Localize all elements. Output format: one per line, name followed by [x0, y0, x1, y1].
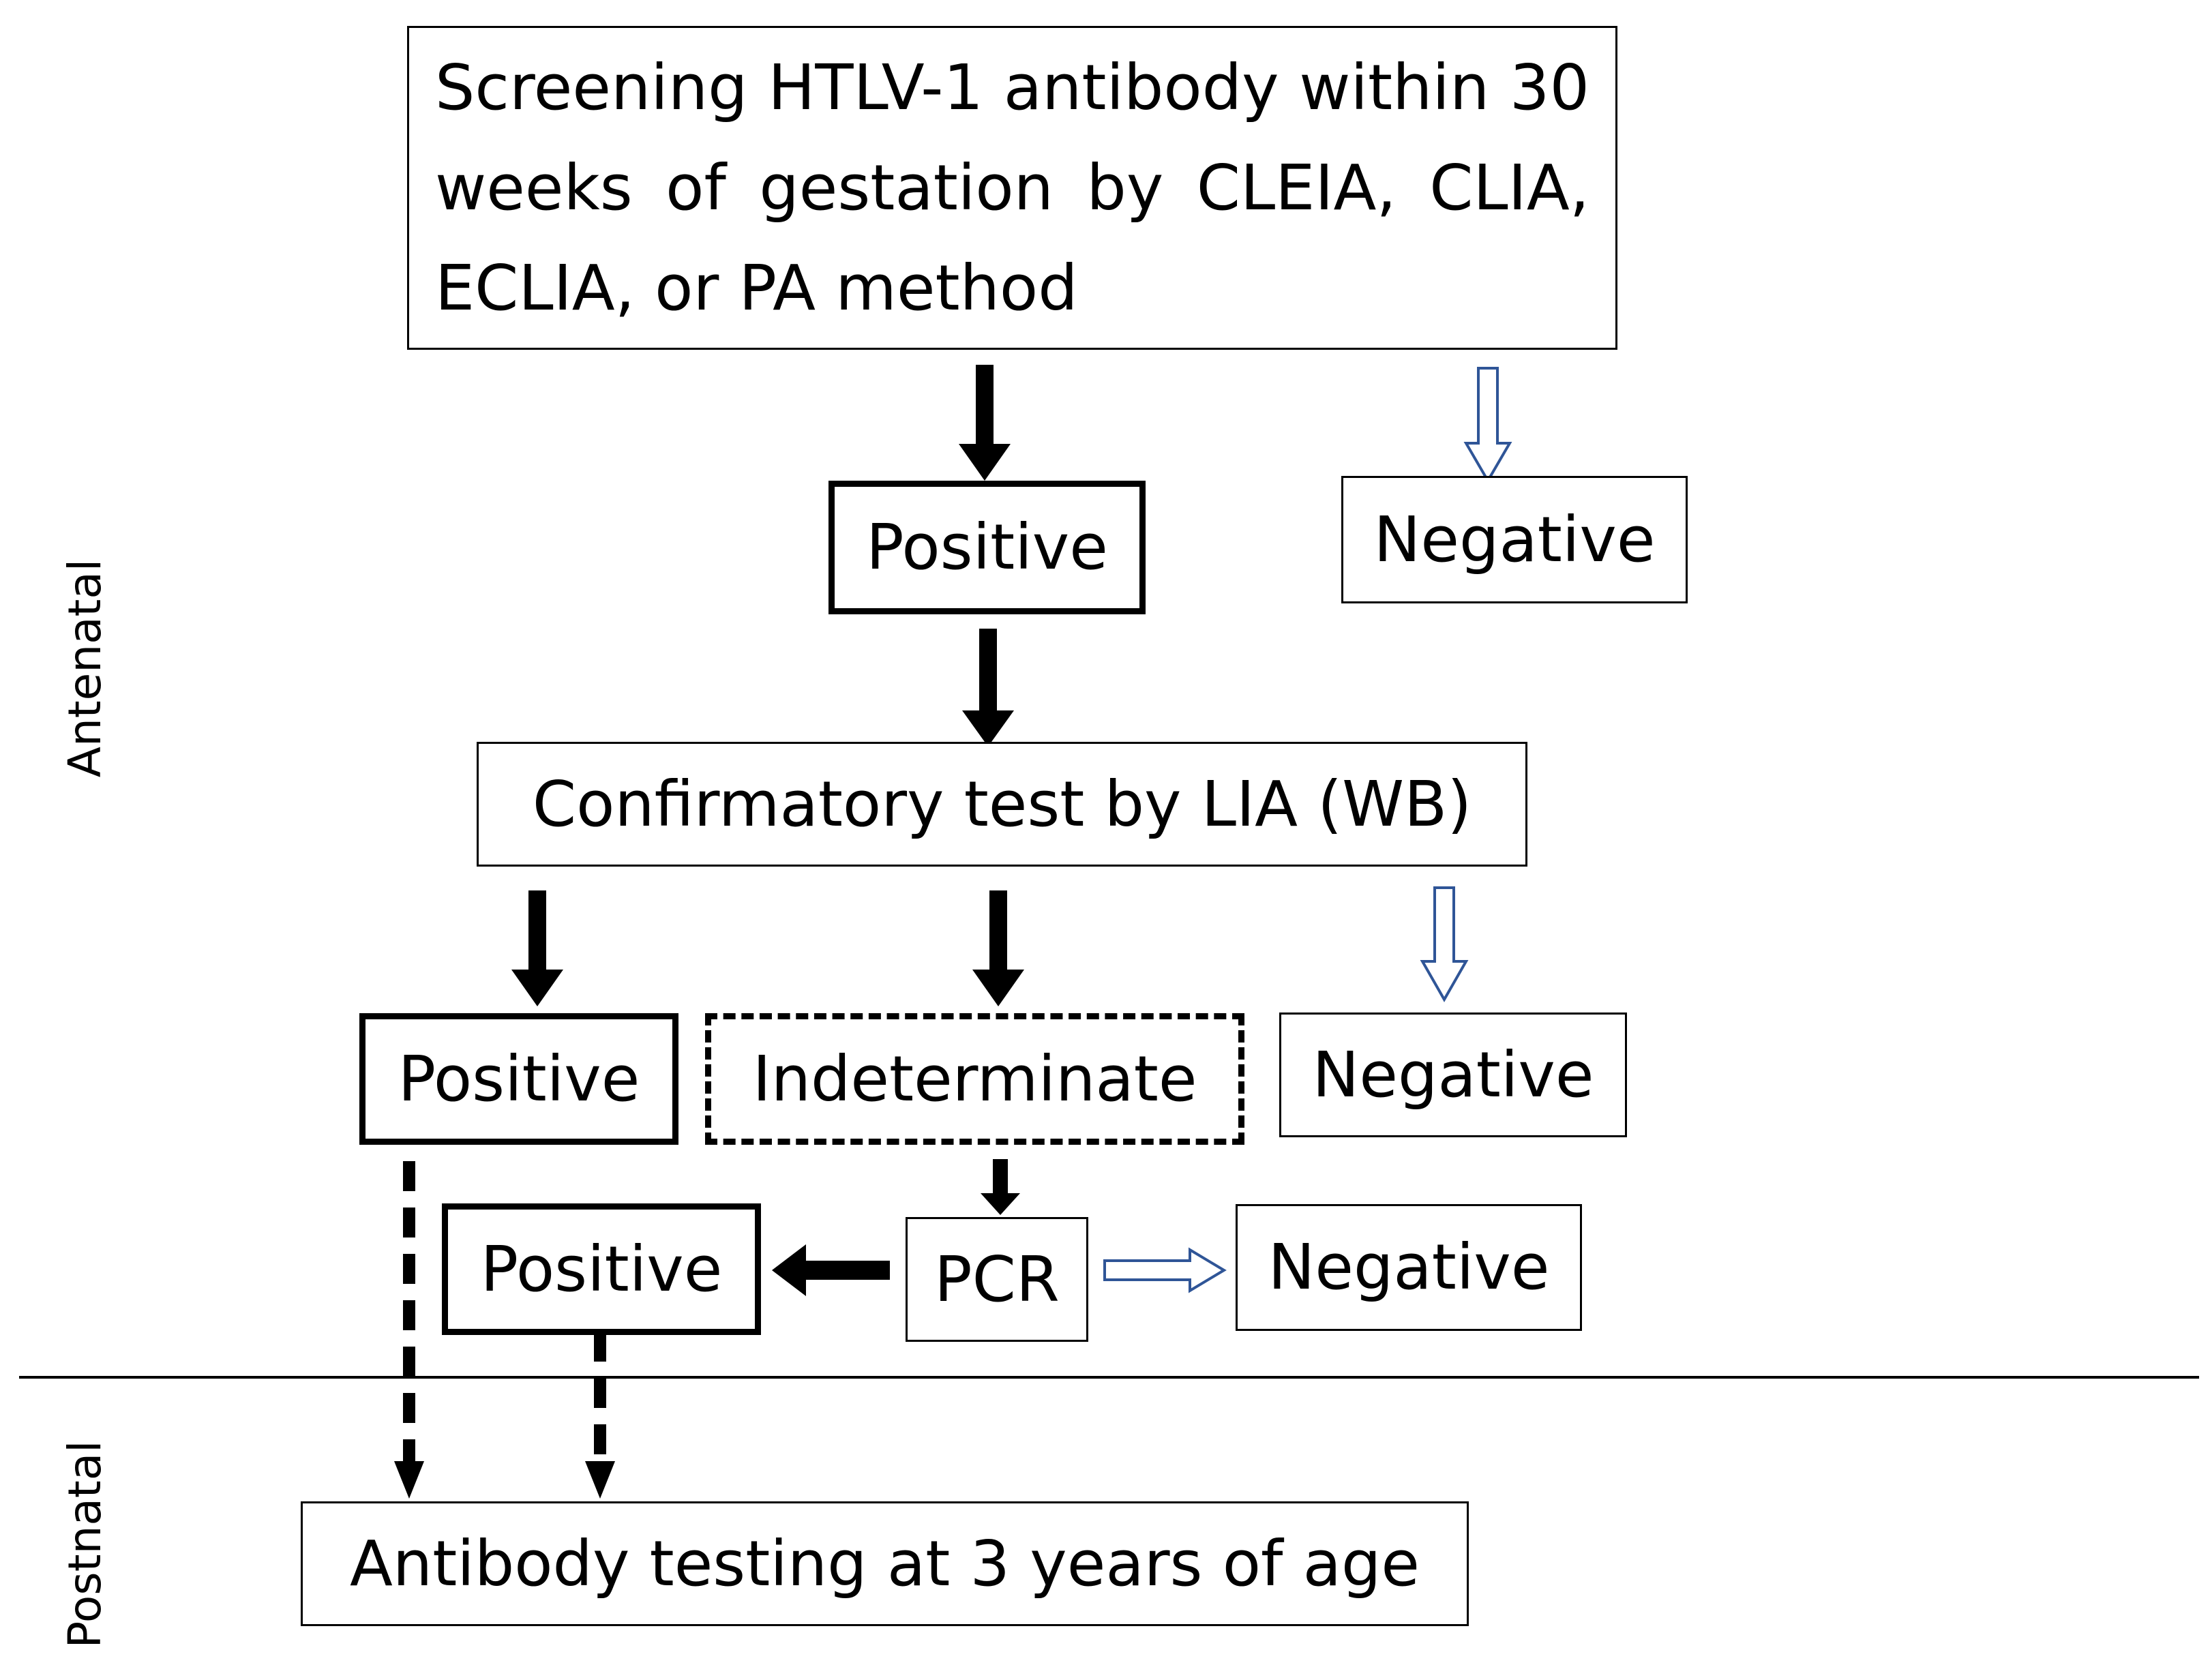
antenatal-phase-label: Antenatal	[59, 558, 111, 778]
postnatal-label: Antibody testing at 3 years of age	[349, 1527, 1420, 1600]
pcr-negative-box: Negative	[1236, 1204, 1582, 1331]
arrow-screening-to-negative	[1463, 367, 1512, 483]
arrow-pcr-to-positive	[772, 1244, 890, 1296]
screening-positive-label: Positive	[866, 511, 1108, 584]
postnatal-phase-label: Postnatal	[59, 1440, 111, 1649]
arrow-pcr-to-negative	[1103, 1247, 1227, 1293]
lia-negative-label: Negative	[1312, 1038, 1594, 1111]
arrow-confirmatory-to-lia-positive	[511, 890, 563, 1006]
lia-positive-box: Positive	[359, 1013, 678, 1145]
confirmatory-label: Confirmatory test by LIA (WB)	[532, 767, 1472, 841]
arrow-pcr-positive-to-postnatal	[585, 1332, 615, 1499]
screening-negative-box: Negative	[1341, 476, 1688, 603]
lia-positive-label: Positive	[398, 1042, 640, 1115]
confirmatory-box: Confirmatory test by LIA (WB)	[477, 742, 1527, 867]
screening-box: Screening HTLV-1 antibody within 30 week…	[407, 26, 1617, 350]
screening-negative-label: Negative	[1373, 502, 1656, 576]
arrow-confirmatory-to-negative	[1420, 886, 1469, 1003]
arrow-lia-positive-to-postnatal	[394, 1161, 424, 1499]
arrow-confirmatory-to-indeterminate	[972, 890, 1024, 1006]
arrow-indeterminate-to-pcr	[981, 1159, 1020, 1215]
pcr-positive-label: Positive	[480, 1232, 723, 1306]
lia-indeterminate-label: Indeterminate	[752, 1042, 1197, 1115]
arrow-positive-to-confirmatory	[962, 629, 1014, 747]
pcr-negative-label: Negative	[1268, 1231, 1550, 1304]
arrow-screening-to-positive	[959, 365, 1011, 481]
pcr-positive-box: Positive	[442, 1203, 761, 1335]
pcr-label: PCR	[934, 1242, 1060, 1316]
pcr-box: PCR	[906, 1217, 1088, 1342]
screening-box-text: Screening HTLV-1 antibody within 30 week…	[435, 51, 1589, 325]
lia-indeterminate-box: Indeterminate	[705, 1013, 1244, 1145]
postnatal-box: Antibody testing at 3 years of age	[301, 1501, 1469, 1626]
screening-positive-box: Positive	[828, 481, 1146, 614]
lia-negative-box: Negative	[1279, 1012, 1627, 1137]
